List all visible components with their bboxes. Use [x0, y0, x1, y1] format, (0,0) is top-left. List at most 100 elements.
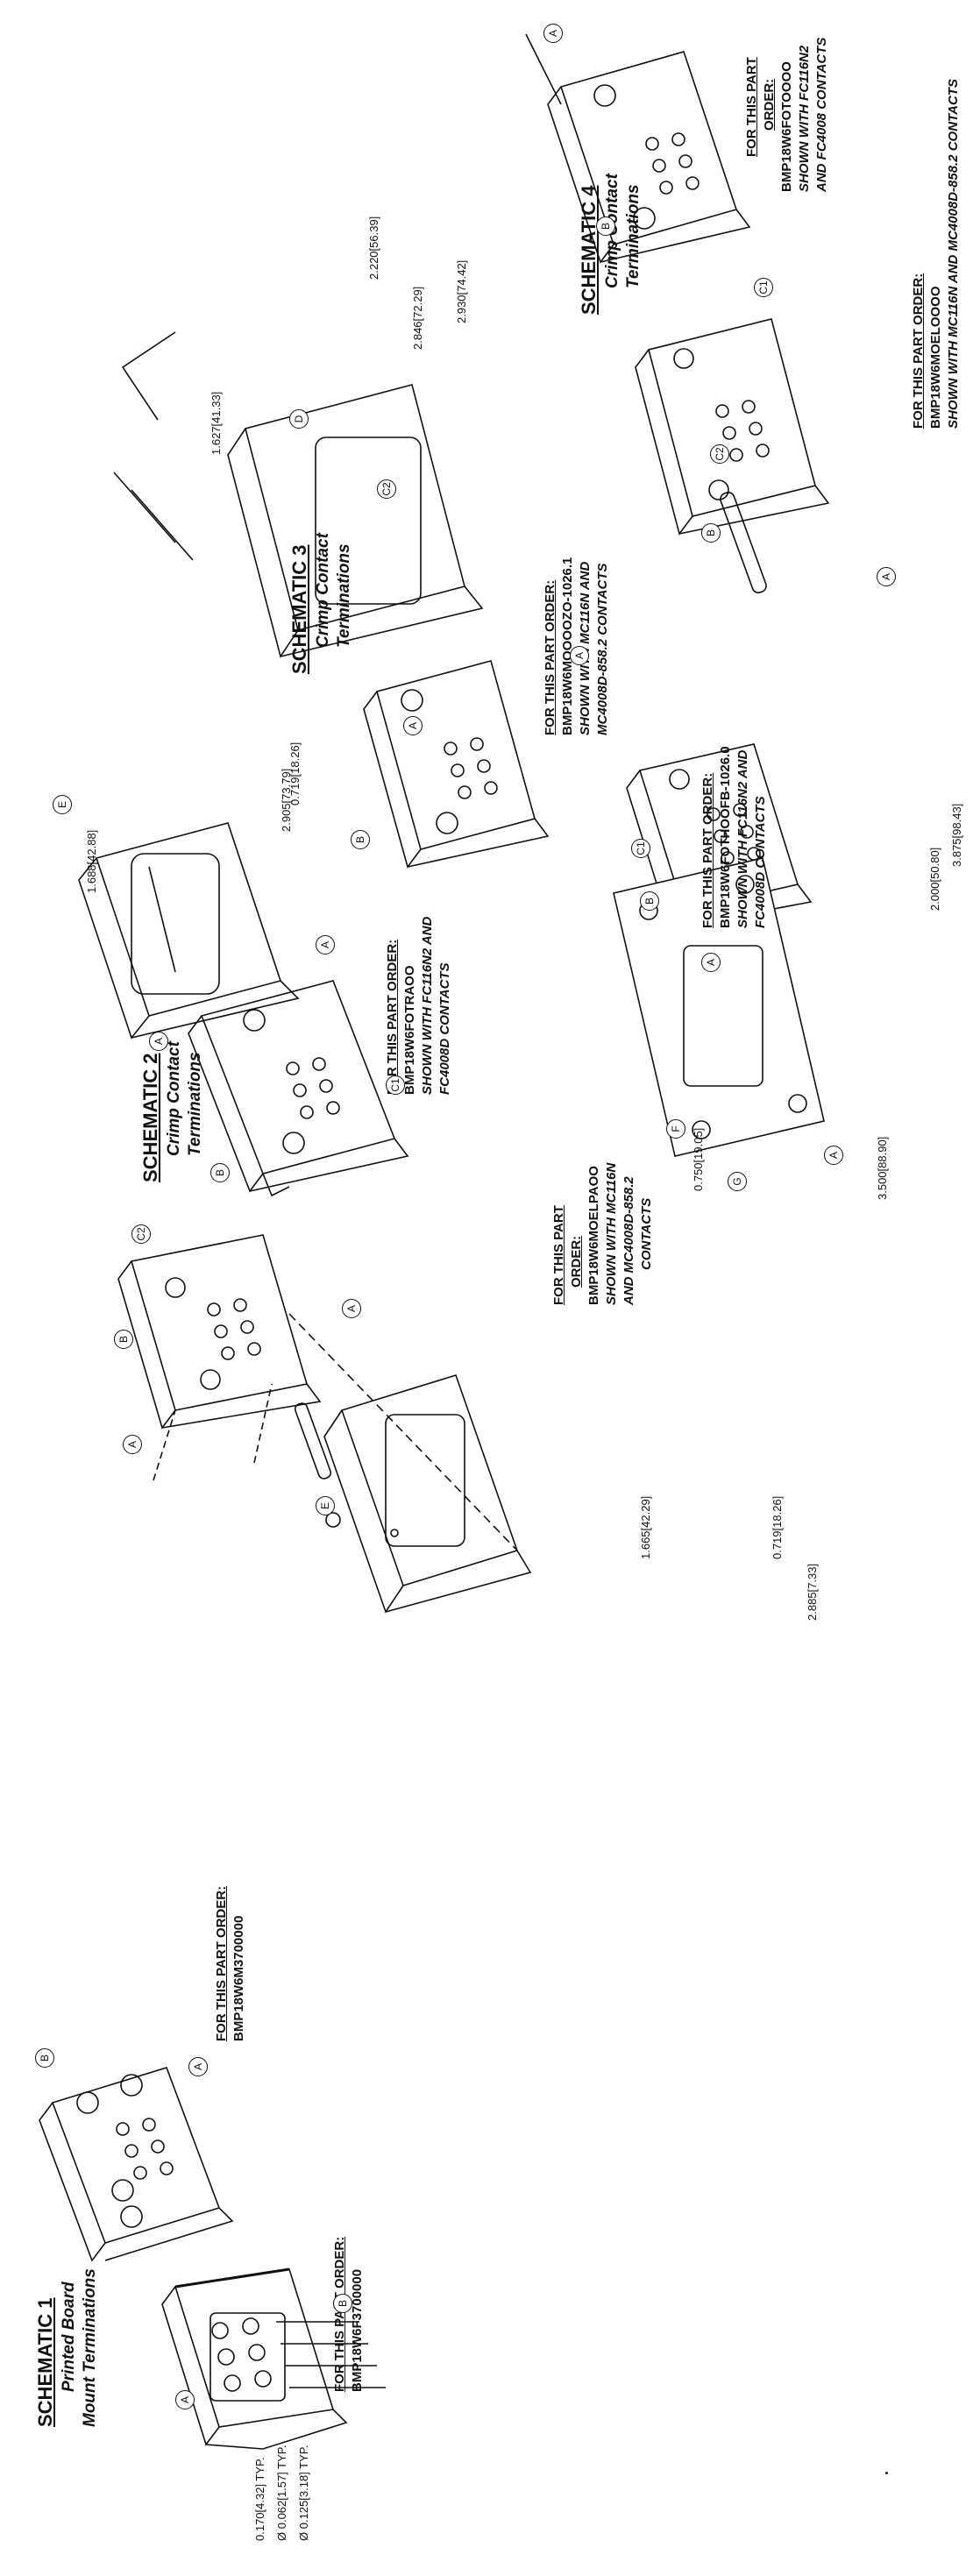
- s1-subtitle-line2: Mount Terminations: [81, 2268, 99, 2427]
- callout-b: B: [351, 830, 370, 849]
- callout-a: A: [342, 1299, 361, 1318]
- callout-a: A: [403, 716, 423, 735]
- callout-b: B: [35, 2048, 54, 2068]
- callout-a: A: [175, 2390, 195, 2409]
- callout-b: B: [114, 1330, 133, 1349]
- s2-order-head-line2: ORDER:: [569, 1235, 584, 1288]
- s3b-flange: [614, 858, 824, 1156]
- s3-dim-b: 2.930[74.42]: [455, 259, 468, 323]
- callout-b: B: [210, 1163, 230, 1182]
- callout-a: A: [123, 1435, 142, 1454]
- s3-order-part: BMP18W6MOOOOZO-1026.1: [560, 557, 575, 735]
- callout-e: E: [316, 1496, 335, 1515]
- s3b-note-line1: SHOWN WITH FC116N2 AND: [735, 749, 750, 928]
- s3a-block: [188, 981, 408, 1196]
- callout-a: A: [570, 646, 589, 665]
- s2-note-line3: CONTACTS: [639, 1197, 654, 1270]
- s2-order-head-line1: FOR THIS PART: [551, 1205, 566, 1305]
- s4-block-upper: [526, 34, 749, 262]
- s1-order-a-part: BMP18W6F3700000: [350, 2268, 365, 2392]
- s1-female-connector: [162, 2269, 386, 2449]
- s3-subtitle-line2: Terminations: [335, 543, 353, 648]
- s1-title: SCHEMATIC 1: [34, 2297, 56, 2428]
- callout-d: D: [289, 409, 309, 429]
- callout-a: A: [543, 24, 563, 43]
- s2-subtitle-line1: Crimp Contact: [165, 1041, 183, 1156]
- s3-dim-c: 2.220[56.39]: [367, 216, 380, 280]
- callout-c2: C2: [710, 444, 729, 464]
- s4-order-b-head-line2: ORDER:: [762, 78, 777, 131]
- s1-dim-hole-dia: Ø 0.125[3.18] TYP.: [297, 2445, 310, 2541]
- s3a-order-head: FOR THIS PART ORDER:: [385, 939, 400, 1095]
- s2-title: SCHEMATIC 2: [139, 1053, 161, 1183]
- s2-dim-length: 2.885[7.33]: [806, 1563, 819, 1621]
- s3b-order-part: BMP18W6FOTHOOFB-1026.0: [718, 746, 733, 928]
- s3b-dim-flange: 0.750[19.05]: [692, 1127, 705, 1191]
- s4-order-b-head-line1: FOR THIS PART: [744, 57, 759, 157]
- s3a-hood: [79, 823, 298, 1038]
- s1-subtitle-line1: Printed Board: [60, 2281, 78, 2392]
- s2-order-part: BMP18W6MOELPAOO: [586, 1166, 601, 1305]
- s4-subtitle-line2: Terminations: [624, 184, 643, 288]
- stray-dot: [885, 2472, 888, 2474]
- s3a-dim-width: 1.688[42.88]: [85, 829, 98, 893]
- callout-b: B: [701, 523, 721, 543]
- callout-a: A: [824, 1146, 843, 1165]
- s1-order-b-head: FOR THIS PART ORDER:: [214, 1885, 229, 2041]
- s3a-order-part: BMP18W6FOTRAOO: [402, 965, 417, 1095]
- s3b-note-line2: FC4008D CONTACTS: [753, 796, 768, 928]
- callout-b: B: [640, 891, 659, 911]
- s3a-note-line1: SHOWN WITH FC116N2 AND: [420, 916, 435, 1095]
- s1-order-b-part: BMP18W6M3700000: [231, 1915, 246, 2041]
- callout-c1: C1: [631, 839, 650, 858]
- s3-order-head: FOR THIS PART ORDER:: [543, 579, 558, 735]
- s4-title: SCHEMATIC 4: [578, 185, 600, 316]
- s3b-dim-a: 3.500[88.90]: [876, 1136, 889, 1200]
- callout-c1: C1: [754, 278, 773, 297]
- s2-dim-depth: 0.719[18.26]: [771, 1495, 784, 1559]
- s3b-dim-c: 3.875[98.43]: [950, 803, 963, 867]
- callout-b: B: [333, 2294, 352, 2313]
- s4-order-b-note-line1: SHOWN WITH FC116N2: [797, 45, 812, 192]
- s2-note-line2: AND MC4008D-858.2: [621, 1176, 636, 1305]
- callout-a: A: [149, 1032, 168, 1051]
- s3-note-line2: MC4008D-858.2 CONTACTS: [595, 563, 610, 735]
- s2-dim-width: 1.665[42.29]: [639, 1495, 652, 1559]
- s3-title: SCHEMATIC 3: [288, 544, 310, 675]
- s2-hood: [324, 1375, 530, 1612]
- s1-dim-pin-dia: Ø 0.062[1.57] TYP.: [275, 2445, 288, 2541]
- s1-order-a-head: FOR THIS PART ORDER:: [332, 2236, 347, 2392]
- s2-block: [118, 1235, 517, 1551]
- s1-male-connector: [39, 2068, 232, 2260]
- s4-order-b-part: BMP18W6FOTOOOO: [779, 61, 794, 192]
- s4-order-a-part: BMP18W6MOELOOOO: [928, 286, 943, 429]
- s3-dim-a: 2.846[72.29]: [411, 286, 424, 350]
- callout-a: A: [701, 953, 721, 972]
- callout-a: A: [877, 567, 896, 586]
- s4-block-lower: [636, 319, 828, 594]
- s3-block: [364, 661, 548, 867]
- s2-note-line1: SHOWN WITH MC116N: [604, 1162, 619, 1305]
- callout-e: E: [53, 795, 72, 814]
- callout-g: G: [728, 1172, 747, 1191]
- s2-subtitle-line2: Terminations: [186, 1052, 204, 1156]
- s1-dim-pin-spacing: 0.170[4.32] TYP.: [253, 2457, 266, 2541]
- callout-b: B: [596, 216, 615, 236]
- s3b-dim-b: 2.000[50.80]: [928, 847, 941, 911]
- s3b-order-head: FOR THIS PART ORDER:: [700, 772, 715, 928]
- callout-c1: C1: [386, 1075, 405, 1095]
- callout-a: A: [188, 2057, 208, 2076]
- s3-hood: [114, 332, 482, 656]
- s4-order-a-note: SHOWN WITH MC116N AND MC4008D-858.2 CONT…: [946, 79, 961, 429]
- callout-c2: C2: [377, 479, 396, 499]
- callout-c2: C2: [131, 1224, 151, 1244]
- s4-order-b-note-line2: AND FC4008 CONTACTS: [814, 37, 829, 192]
- s3-dim-width: 1.627[41.33]: [210, 391, 223, 455]
- s3a-dim-length: 2.905[73.79]: [280, 768, 293, 832]
- s4-order-a-head: FOR THIS PART ORDER:: [911, 273, 926, 429]
- callout-f: F: [666, 1119, 685, 1139]
- callout-a: A: [316, 935, 335, 954]
